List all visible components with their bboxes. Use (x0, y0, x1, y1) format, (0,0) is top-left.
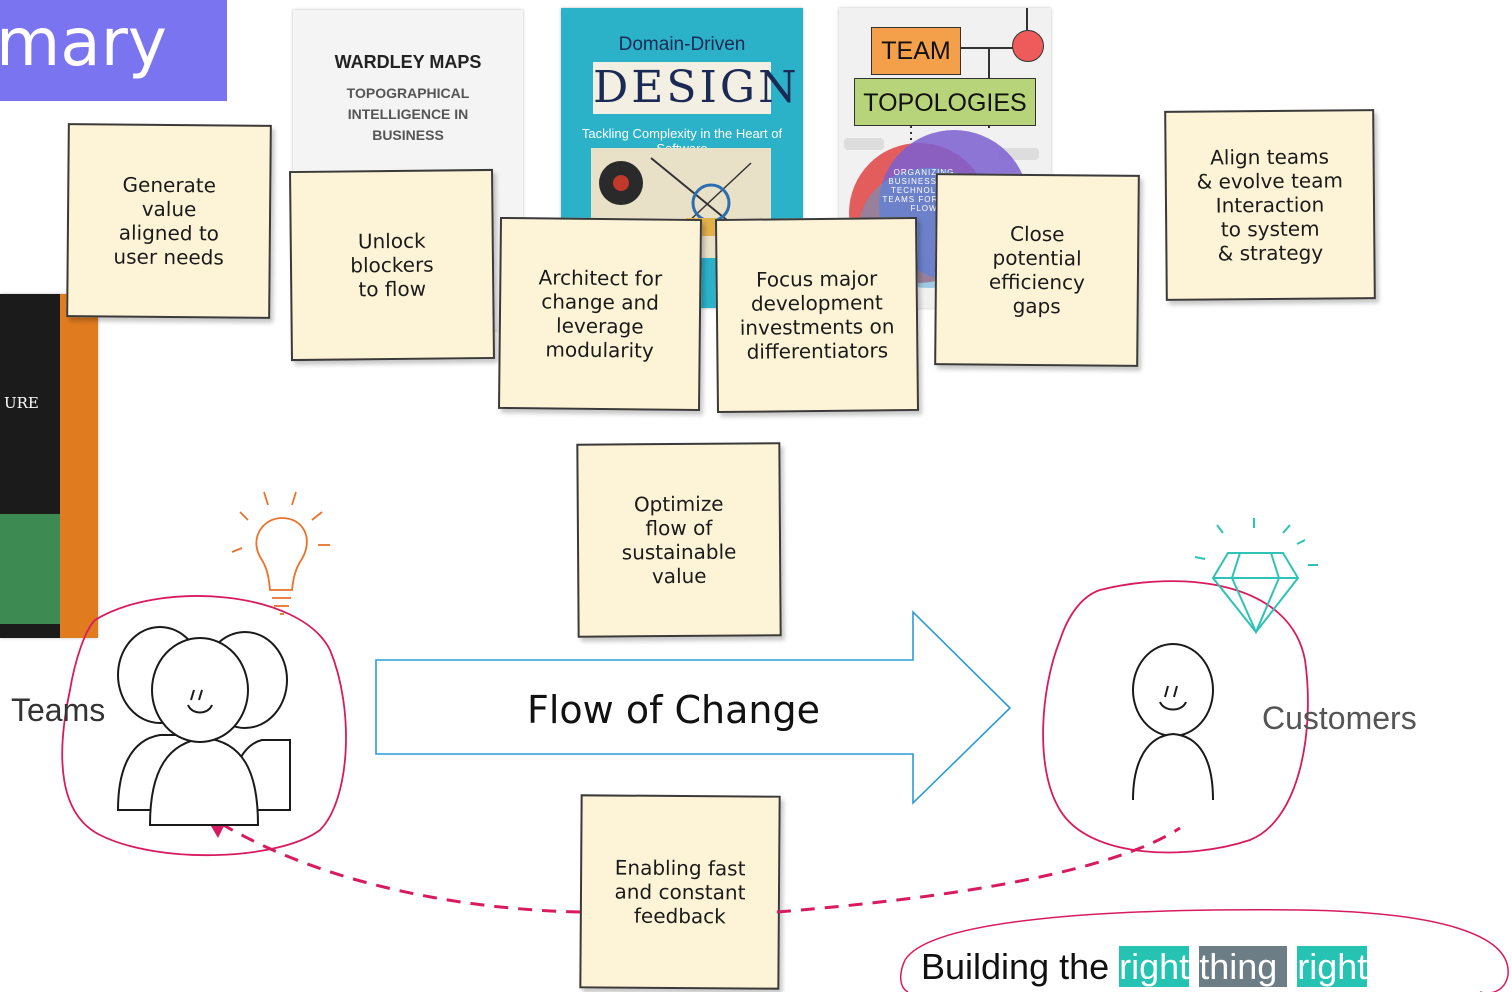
wardley-book-subtitle: TOPOGRAPHICAL INTELLIGENCE IN BUSINESS (346, 85, 470, 143)
tagline-oval (900, 909, 1509, 992)
team-book-line1: TEAM (871, 27, 961, 75)
wardley-book-title: WARDLEY MAPS (334, 52, 482, 72)
diamond-icon (1194, 518, 1318, 635)
topology-node-icon (1012, 30, 1044, 62)
tagline: Building the right thing right (921, 946, 1368, 988)
tagline-word-right-2: right (1297, 946, 1368, 987)
tagline-word-right-1: right (1119, 946, 1190, 987)
book-spine-stripe (60, 294, 98, 638)
tagline-word-thing: thing (1199, 946, 1288, 987)
customers-label: Customers (1262, 700, 1417, 736)
feedback-dashed-arrow (204, 814, 1181, 914)
team-book-circle-text: ORGANIZING BUSINESS AND TECHNOLOGY TEAMS… (882, 168, 966, 213)
ddd-book-title: DESIGN (593, 62, 800, 114)
lightbulb-icon (231, 491, 330, 615)
vernon-book-fragment: URE (4, 394, 39, 412)
teams-people-icon (116, 626, 291, 826)
octopus-art-icon (0, 514, 60, 624)
ddd-book-top: Domain-Driven (618, 34, 746, 55)
teams-label: Teams (11, 692, 106, 728)
flow-arrow (375, 610, 1012, 805)
page-title: mary (0, 4, 167, 81)
flow-of-change-label: Flow of Change (527, 688, 821, 732)
customer-person-icon (1132, 643, 1214, 801)
tagline-prefix: Building the (921, 946, 1120, 987)
page-title-box: mary (0, 0, 227, 101)
team-book-line2: TOPOLOGIES (854, 78, 1036, 126)
teams-loop (61, 595, 347, 857)
vernon-book: URE (0, 294, 98, 638)
